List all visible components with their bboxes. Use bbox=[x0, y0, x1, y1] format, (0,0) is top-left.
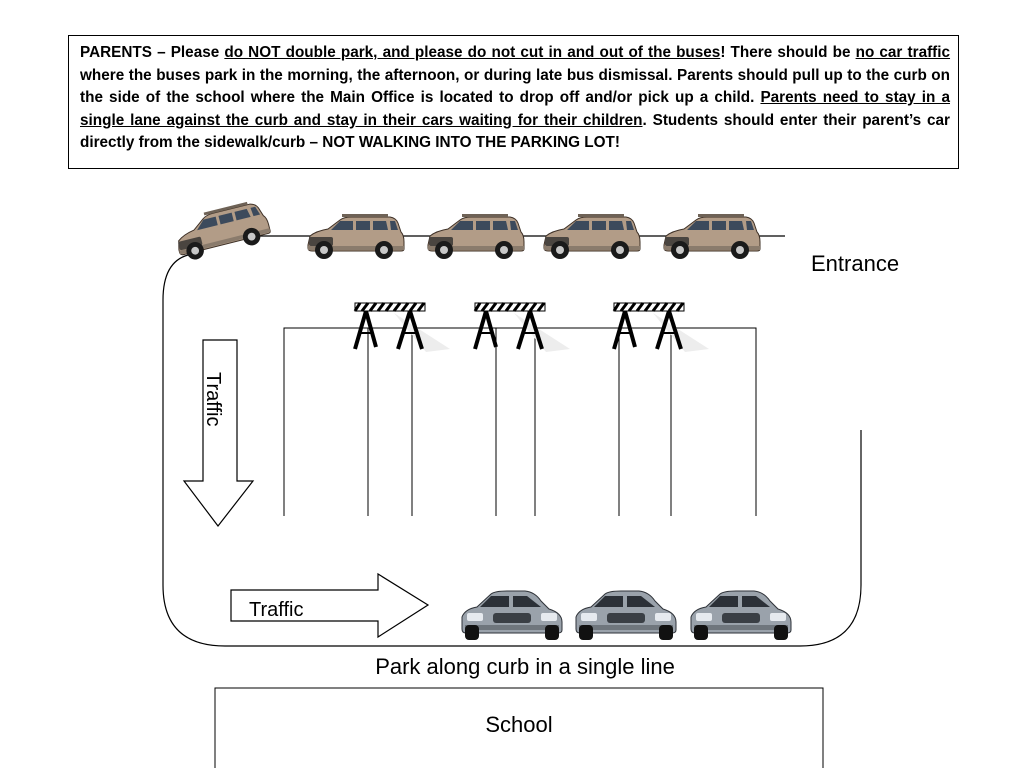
notice-single-lane: Parents need to stay in a single lane ag… bbox=[80, 89, 950, 129]
traffic-arrow-right-icon bbox=[230, 572, 430, 639]
notice-lead: PARENTS – Please bbox=[80, 44, 225, 61]
notice-text: PARENTS – Please do NOT double park, and… bbox=[80, 42, 950, 155]
parking-notice: PARENTS – Please do NOT double park, and… bbox=[68, 35, 959, 169]
sedan-car-icon bbox=[575, 590, 677, 641]
traffic-arrow-down-icon bbox=[182, 339, 255, 527]
suv-car-icon bbox=[543, 213, 641, 260]
curb-caption: Park along curb in a single line bbox=[375, 654, 675, 679]
school-label: School bbox=[485, 712, 552, 737]
drive-loop-line bbox=[162, 254, 862, 647]
notice-no-car-traffic: no car traffic bbox=[855, 44, 951, 61]
sedan-car-icon bbox=[690, 590, 792, 641]
notice-no-double-park: do NOT double park, and please do not cu… bbox=[224, 44, 721, 61]
notice-text-3: where the buses park in the morning, the… bbox=[80, 66, 950, 107]
parking-lot-lines bbox=[283, 327, 757, 516]
suv-car-icon bbox=[307, 213, 405, 260]
sedan-car-icon bbox=[461, 590, 563, 641]
traffic-right-label: Traffic bbox=[249, 599, 303, 621]
traffic-down-label: Traffic bbox=[202, 372, 224, 426]
notice-text-2: ! There should be bbox=[720, 44, 856, 61]
suv-car-icon bbox=[427, 213, 525, 260]
suv-car-icon bbox=[663, 213, 761, 260]
suv-car-icon bbox=[171, 197, 274, 264]
entrance-label: Entrance bbox=[811, 251, 899, 276]
notice-text-4: . Students should enter their parent’s c… bbox=[80, 111, 950, 152]
school-building bbox=[214, 687, 824, 768]
